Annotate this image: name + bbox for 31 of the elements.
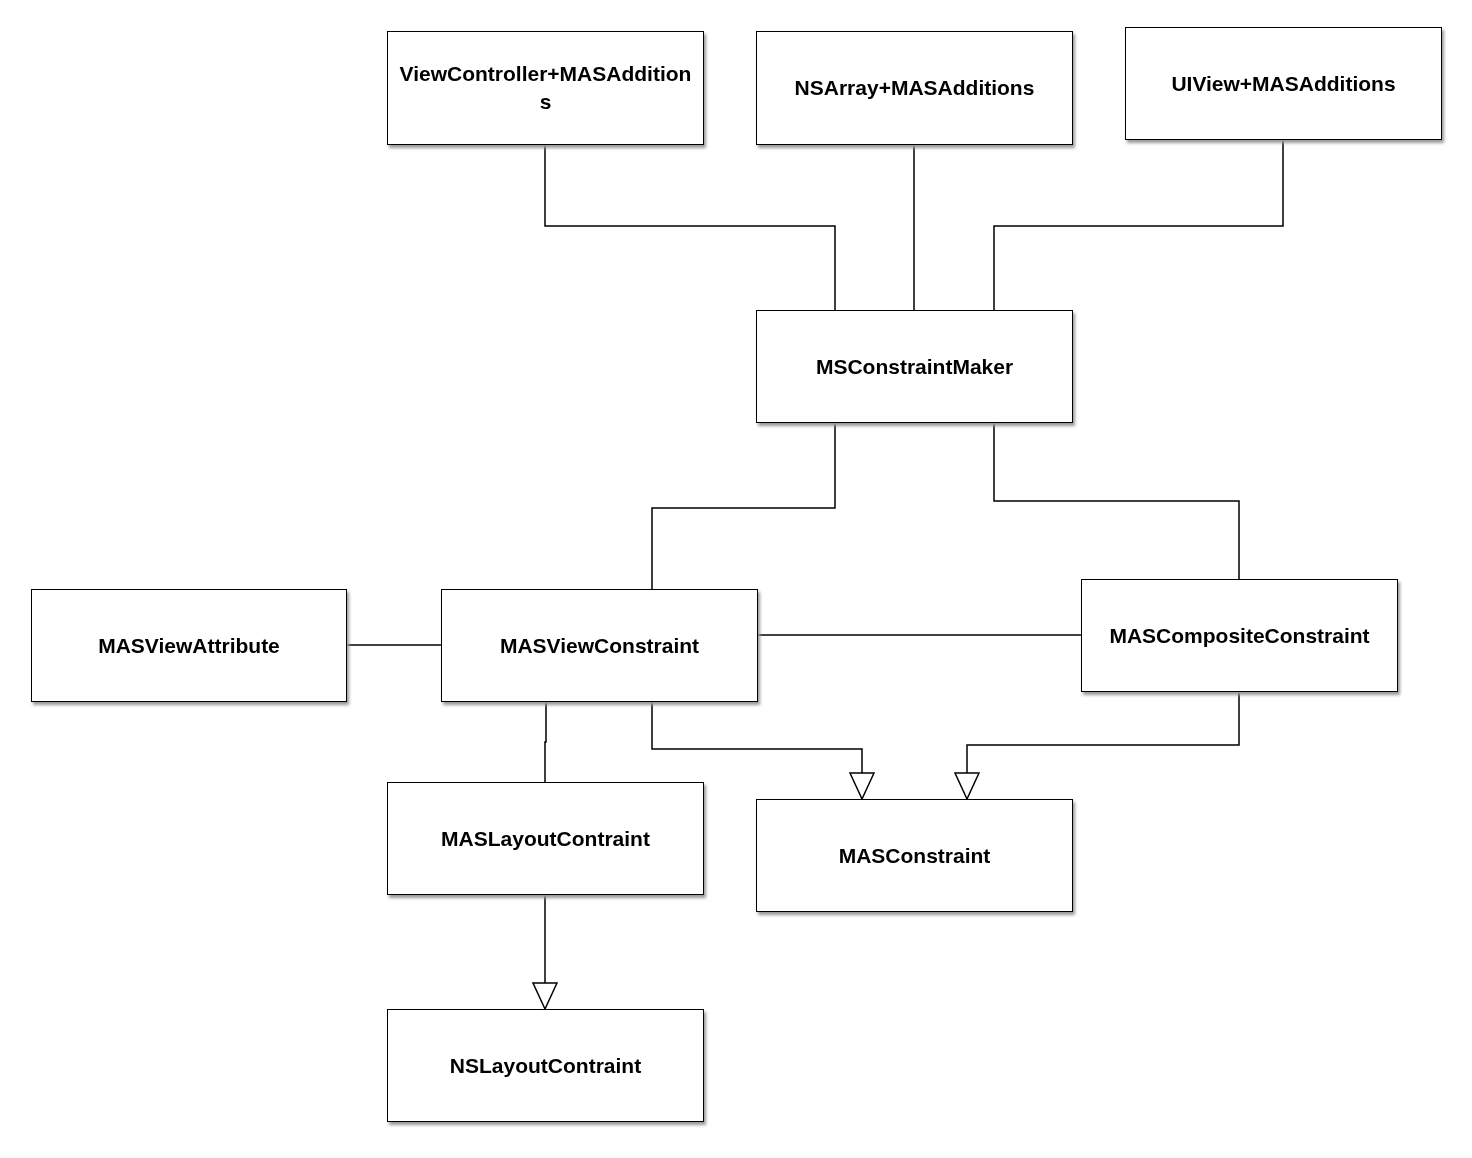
class-name: ViewController+MASAdditions: [398, 61, 693, 115]
connector-line: [993, 139, 1284, 311]
inheritance-arrow: [532, 894, 558, 1010]
class-name: MASViewAttribute: [98, 632, 280, 659]
inheritance-arrow: [651, 701, 875, 800]
class-box: [387, 31, 704, 145]
class-name: NSLayoutContraint: [449, 1052, 642, 1079]
class-box: [387, 782, 704, 895]
class-box: [756, 799, 1073, 912]
class-box: [1125, 27, 1442, 140]
class-name: UIView+MASAdditions: [1171, 70, 1396, 97]
class-name: NSArray+MASAdditions: [794, 75, 1035, 101]
class-box: [441, 589, 758, 702]
connector-line: [544, 701, 547, 783]
class-box: [31, 589, 347, 702]
class-box: [756, 31, 1073, 145]
inheritance-arrow: [954, 691, 1240, 800]
class-name: MSConstraintMaker: [815, 353, 1014, 380]
connector-line: [913, 144, 915, 311]
connector-line: [651, 422, 836, 590]
connector-line: [757, 634, 1082, 636]
class-box: [387, 1009, 704, 1122]
connector-line: [544, 144, 836, 311]
class-name: MASCompositeConstraint: [1109, 622, 1370, 649]
class-box: [756, 310, 1073, 423]
class-box: [1081, 579, 1398, 692]
class-name: MASLayoutContraint: [441, 825, 650, 852]
class-name: MASConstraint: [838, 842, 991, 869]
class-name: MASViewConstraint: [499, 632, 700, 659]
connector-line: [993, 422, 1240, 580]
connector-line: [346, 644, 442, 646]
